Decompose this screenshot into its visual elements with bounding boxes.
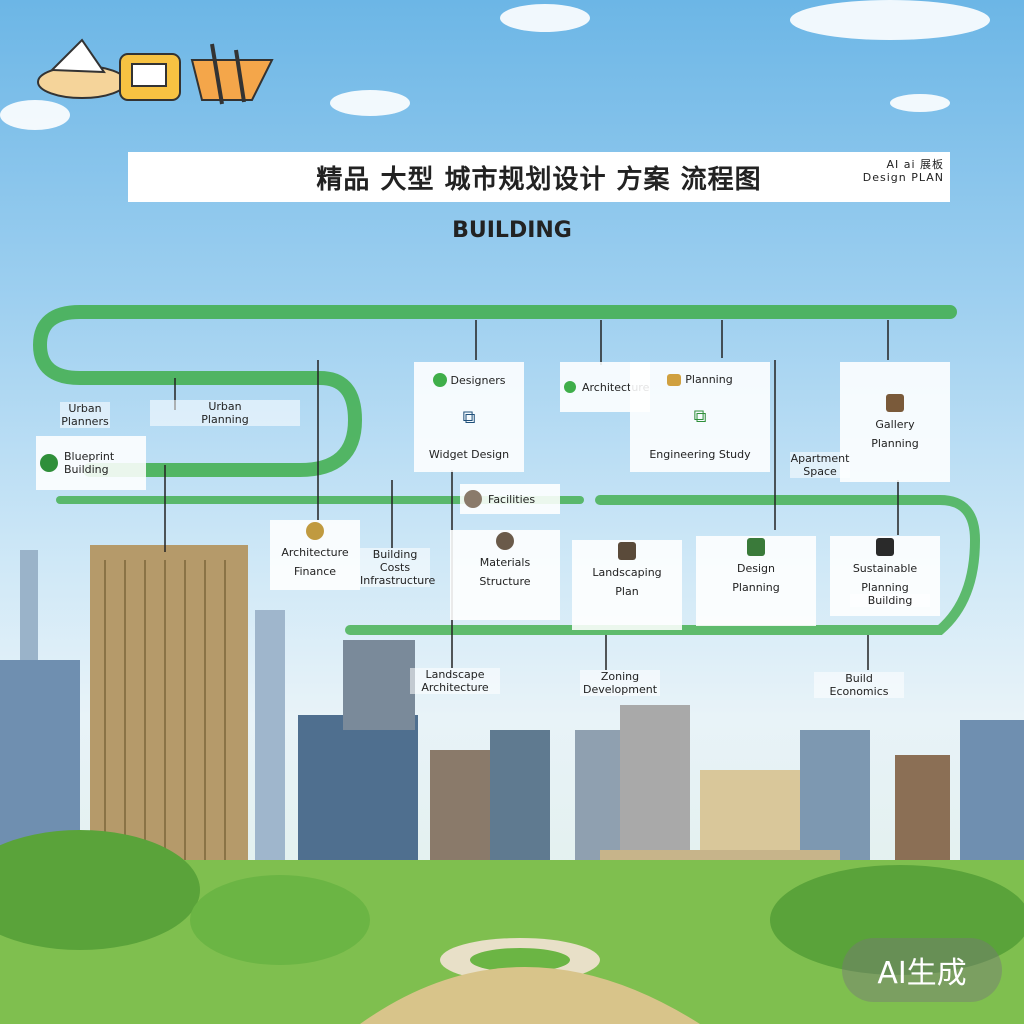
node-label: Designers [450, 373, 506, 387]
node-label: Building [867, 594, 913, 607]
cloud [790, 0, 990, 40]
flow-node: Gallery Planning [840, 362, 950, 482]
node-label: Zoning [600, 670, 640, 683]
node-label: Finance [293, 565, 337, 578]
cloud [890, 94, 950, 112]
logo [37, 38, 274, 105]
node-label: Planning [201, 413, 249, 426]
node-label: Economics [829, 685, 889, 698]
node-label: Building [64, 463, 109, 476]
node-label: Build [845, 672, 873, 685]
toolbox-icon [886, 394, 904, 412]
node-label: Architecture [421, 681, 489, 694]
node-label: Landscape [425, 668, 485, 681]
title-side-line: Design PLAN [862, 171, 944, 184]
map-icon [747, 538, 765, 556]
node-label: Blueprint [64, 450, 115, 463]
folder-icon [667, 373, 682, 386]
node-label: Apartment [790, 452, 850, 465]
ai-generated-watermark: AI生成 [842, 938, 1002, 1002]
node-label: Planning [871, 437, 919, 450]
node-label: Urban [208, 400, 242, 413]
node-label: Plan [615, 585, 639, 598]
flow-node: Landscaping Plan [572, 540, 682, 630]
node-label: Planners [61, 415, 109, 428]
flow-node: Facilities [460, 484, 560, 514]
node-label: Design [737, 562, 775, 575]
flow-node: Architecture Finance [270, 520, 360, 590]
handshake-icon: ⧉ [693, 406, 707, 428]
flow-node: Designers ⧉ Widget Design [414, 362, 524, 472]
cloud [330, 90, 410, 116]
title-side-line: AI ai 展板 [886, 158, 944, 171]
plant-icon [564, 381, 576, 393]
node-label: Architecture [281, 546, 349, 559]
gear-icon [464, 490, 482, 508]
handshake-icon: ⧉ [462, 407, 476, 428]
node-label: Infrastructure [360, 574, 436, 587]
node-label: Structure [479, 575, 531, 588]
node-label: Facilities [488, 492, 536, 506]
device-icon [876, 538, 894, 556]
flow-label: Building [850, 594, 930, 607]
leaf-icon [40, 454, 58, 472]
node-label: Building Costs [372, 548, 418, 574]
title-banner: 精品 大型 城市规划设计 方案 流程图 AI ai 展板 Design PLAN [128, 152, 950, 202]
cloud [0, 100, 70, 130]
subtitle: BUILDING [452, 218, 572, 243]
node-label: Development [582, 683, 658, 696]
node-label: Gallery [875, 418, 915, 431]
node-label: Planning [685, 373, 733, 387]
node-label: Planning [861, 581, 909, 594]
cloud [500, 4, 590, 32]
page-title: 精品 大型 城市规划设计 方案 流程图 [316, 164, 762, 195]
node-label: Urban [68, 402, 102, 415]
coin-icon [306, 522, 324, 540]
flow-node: Planning ⧉ Engineering Study [630, 362, 770, 472]
node-label: Sustainable [852, 562, 918, 575]
flow-node: Materials Structure [450, 530, 560, 620]
leaf-icon [432, 373, 447, 387]
node-label: Space [803, 465, 837, 478]
title-side-note: AI ai 展板 Design PLAN [863, 158, 944, 184]
node-label: Engineering Study [649, 447, 751, 461]
node-label: Planning [732, 581, 780, 594]
node-label: Landscaping [592, 566, 662, 579]
tablet-icon [618, 542, 636, 560]
node-label: Materials [479, 556, 531, 569]
flow-node: Design Planning [696, 536, 816, 626]
compass-icon [496, 532, 514, 550]
node-label: Widget Design [428, 448, 510, 461]
city-skyline-illustration [0, 545, 1024, 1024]
